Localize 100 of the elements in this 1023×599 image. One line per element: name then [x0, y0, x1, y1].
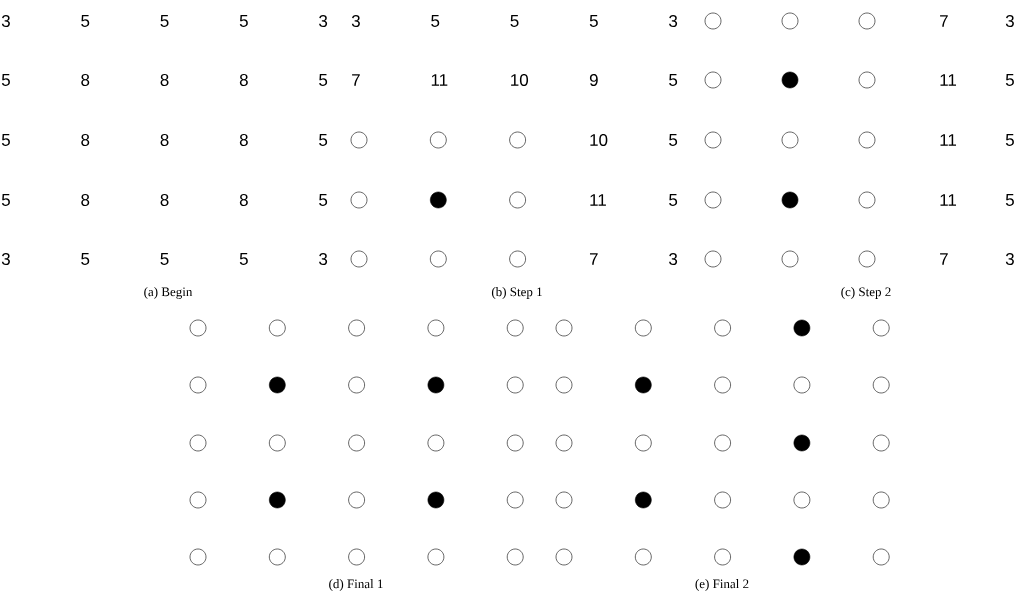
- empty-circle: [427, 434, 445, 452]
- grid-number: 5: [1, 74, 10, 86]
- grid-number: 8: [239, 194, 248, 206]
- empty-circle: [704, 191, 722, 209]
- grid-number: 5: [160, 253, 169, 265]
- empty-circle: [350, 191, 368, 209]
- grid-number: 5: [510, 15, 519, 27]
- empty-circle: [858, 250, 876, 268]
- empty-circle: [635, 548, 652, 566]
- grid-number: 5: [239, 15, 248, 27]
- filled-dot: [269, 491, 286, 509]
- empty-circle: [350, 250, 368, 268]
- empty-circle: [793, 376, 811, 394]
- empty-circle: [430, 250, 447, 268]
- empty-circle: [704, 12, 722, 30]
- grid-number: 3: [1, 253, 10, 265]
- grid-number: 8: [81, 134, 90, 146]
- filled-dot: [781, 191, 799, 209]
- subfigure-caption: (e) Final 2: [695, 579, 749, 591]
- grid-number: 5: [1005, 74, 1014, 86]
- empty-circle: [714, 491, 731, 509]
- grid-number: 5: [1005, 134, 1014, 146]
- grid-number: 5: [669, 134, 678, 146]
- empty-circle: [555, 376, 573, 394]
- grid-number: 5: [319, 194, 328, 206]
- grid-number: 5: [1, 134, 10, 146]
- grid-number: 8: [239, 74, 248, 86]
- grid-number: 11: [940, 74, 956, 86]
- grid-number: 10: [590, 134, 608, 146]
- empty-circle: [350, 131, 368, 149]
- empty-circle: [555, 319, 573, 337]
- empty-circle: [793, 491, 811, 509]
- filled-dot: [427, 491, 445, 509]
- grid-number: 3: [319, 15, 328, 27]
- empty-circle: [858, 191, 876, 209]
- empty-circle: [872, 491, 890, 509]
- grid-number: 5: [319, 134, 328, 146]
- empty-circle: [348, 376, 365, 394]
- empty-circle: [858, 12, 876, 30]
- empty-circle: [269, 319, 286, 337]
- grid-number: 5: [239, 253, 248, 265]
- empty-circle: [189, 376, 207, 394]
- grid-number: 5: [669, 74, 678, 86]
- subfigure-caption: (a) Begin: [144, 287, 193, 299]
- grid-number: 5: [81, 253, 90, 265]
- grid-number: 11: [940, 194, 956, 206]
- empty-circle: [555, 434, 573, 452]
- empty-circle: [781, 131, 799, 149]
- empty-circle: [506, 434, 524, 452]
- grid-number: 7: [590, 253, 598, 265]
- empty-circle: [872, 434, 890, 452]
- empty-circle: [269, 434, 286, 452]
- grid-number: 8: [81, 74, 90, 86]
- grid-number: 5: [589, 15, 598, 27]
- grid-number: 5: [81, 15, 90, 27]
- filled-dot: [793, 548, 811, 566]
- grid-number: 7: [940, 253, 948, 265]
- empty-circle: [506, 376, 524, 394]
- empty-circle: [714, 319, 731, 337]
- empty-circle: [635, 434, 652, 452]
- filled-dot: [635, 376, 652, 394]
- empty-circle: [189, 491, 207, 509]
- empty-circle: [189, 434, 207, 452]
- grid-number: 3: [1005, 15, 1014, 27]
- empty-circle: [509, 250, 526, 268]
- grid-number: 3: [669, 253, 678, 265]
- grid-number: 3: [1, 15, 10, 27]
- grid-number: 3: [1005, 253, 1014, 265]
- empty-circle: [714, 434, 731, 452]
- empty-circle: [704, 131, 722, 149]
- empty-circle: [189, 319, 207, 337]
- grid-number: 10: [511, 74, 529, 86]
- empty-circle: [269, 548, 286, 566]
- empty-circle: [858, 71, 876, 89]
- empty-circle: [714, 548, 731, 566]
- grid-number: 8: [160, 134, 169, 146]
- empty-circle: [189, 548, 207, 566]
- empty-circle: [430, 131, 447, 149]
- grid-number: 8: [239, 134, 248, 146]
- filled-dot: [269, 376, 286, 394]
- empty-circle: [427, 319, 445, 337]
- grid-number: 11: [590, 194, 606, 206]
- grid-number: 5: [1, 194, 10, 206]
- empty-circle: [509, 131, 526, 149]
- grid-number: 7: [352, 74, 360, 86]
- empty-circle: [506, 548, 524, 566]
- grid-number: 3: [669, 15, 678, 27]
- empty-circle: [427, 548, 445, 566]
- grid-number: 11: [940, 134, 956, 146]
- filled-dot: [793, 434, 811, 452]
- empty-circle: [872, 548, 890, 566]
- filled-dot: [781, 71, 799, 89]
- empty-circle: [348, 434, 365, 452]
- grid-number: 5: [160, 15, 169, 27]
- grid-number: 9: [589, 74, 598, 86]
- subfigure-caption: (c) Step 2: [841, 287, 891, 299]
- empty-circle: [348, 491, 365, 509]
- empty-circle: [506, 491, 524, 509]
- filled-dot: [427, 376, 445, 394]
- filled-dot: [793, 319, 811, 337]
